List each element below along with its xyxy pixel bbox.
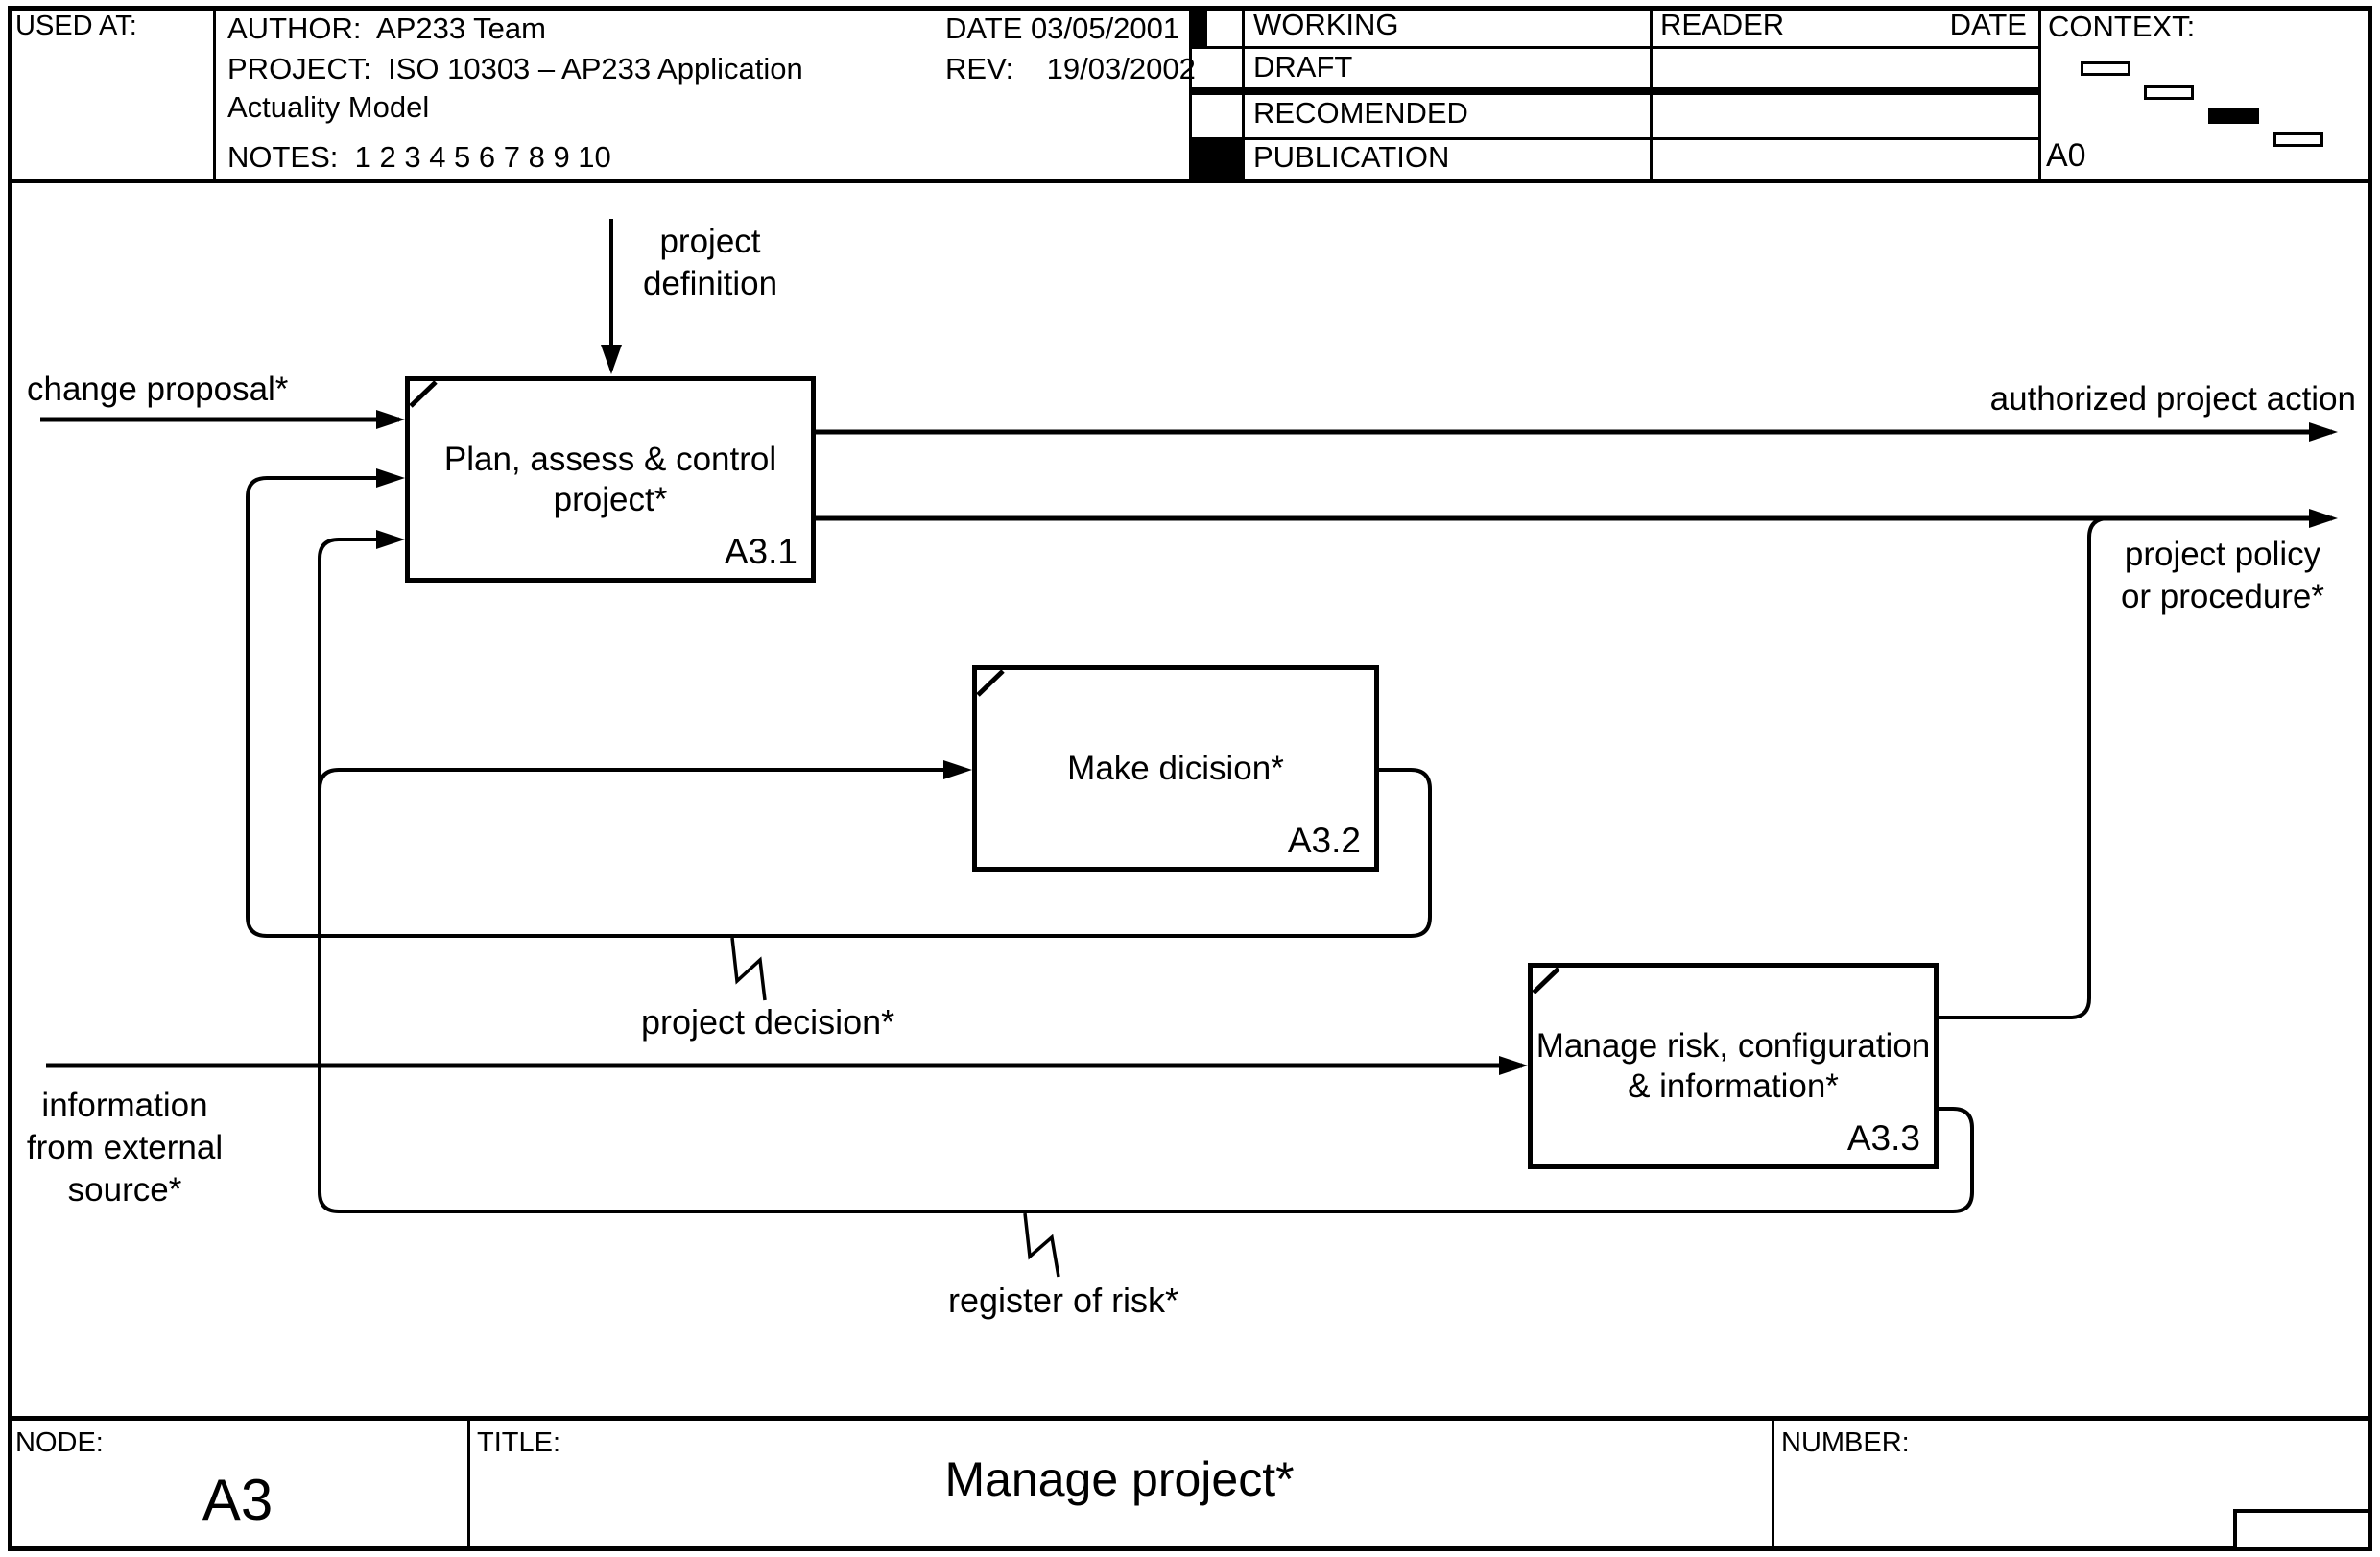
activity-box-number: A3.1 [724, 532, 797, 571]
activity-box-label-line: project* [553, 480, 668, 518]
reader-date-row: READER DATE [1660, 8, 2027, 42]
title-value: Manage project* [944, 1452, 1295, 1506]
flow-label-line: definition [642, 265, 778, 302]
flow-label-line: source* [67, 1171, 182, 1209]
label-squiggle-icon [730, 937, 767, 1001]
flow-information-source-arrowhead [1499, 1056, 1528, 1075]
node-value: A3 [202, 1468, 274, 1532]
context-node-id: A0 [2046, 137, 2086, 174]
flow-project-decision-arrowhead [376, 468, 405, 488]
context-label: CONTEXT: [2048, 10, 2196, 43]
flow-risk-branch-to-a32 [318, 768, 966, 790]
flow-label-line: or procedure* [2120, 578, 2325, 615]
context-node-rect-icon [2144, 85, 2194, 100]
number-label: NUMBER: [1781, 1427, 1910, 1458]
flow-label-line: project [659, 223, 761, 260]
activity-box-a3-3: Manage risk, configuration & information… [1528, 963, 1939, 1169]
flow-authorized-action-arrowhead [2309, 422, 2338, 442]
context-current-node-rect-icon [2208, 108, 2259, 124]
flow-risk-branch-arrowhead [943, 760, 972, 779]
node-title-divider [467, 1418, 470, 1551]
label-squiggle-icon [1023, 1212, 1060, 1278]
working-status-mark [1190, 6, 1207, 46]
number-cell-box [2233, 1509, 2372, 1551]
context-node-rect-icon [2273, 132, 2323, 147]
flow-label-line: from external [26, 1129, 224, 1166]
activity-box-a3-2: Make dicision* A3.2 [972, 665, 1379, 872]
title-number-divider [1772, 1418, 1774, 1551]
notes-line: NOTES: 1 2 3 4 5 6 7 8 9 10 [227, 140, 611, 174]
activity-box-label-line: Make dicision* [1067, 749, 1284, 787]
flow-policy-merge-line [1939, 516, 2109, 1019]
used-at-label: USED AT: [15, 11, 137, 41]
flow-change-proposal-arrowhead [376, 410, 405, 429]
flow-register-risk-arrowhead [376, 530, 405, 549]
flow-label-register-of-risk: register of risk* [948, 1281, 1179, 1320]
title-label: TITLE: [477, 1427, 561, 1458]
reader-label: READER [1660, 8, 1785, 41]
footer-divider [8, 1416, 2372, 1421]
date-line: DATE 03/05/2001 [945, 12, 1180, 45]
flow-project-decision-loop [246, 476, 1432, 938]
reader-date-label: DATE [1949, 8, 2027, 41]
decomposition-corner-icon [409, 380, 438, 408]
status-row-publication: PUBLICATION [1253, 140, 1450, 174]
status-row-draft: DRAFT [1253, 50, 1353, 84]
activity-box-a3-1: Plan, assess & control project* A3.1 [405, 376, 816, 583]
status-row-working: WORKING [1253, 8, 1399, 41]
flow-label-line: project policy [2124, 536, 2321, 573]
rev-line: REV: 19/03/2002 [945, 52, 1196, 85]
project-line-2: Actuality Model [227, 90, 430, 124]
reader-context-divider [2038, 6, 2041, 181]
activity-box-label: Plan, assess & control project* [444, 440, 776, 520]
status-row-divider-thick [1189, 87, 2038, 95]
activity-box-label: Manage risk, configuration & information… [1536, 1026, 1931, 1107]
status-row-divider [1189, 137, 2038, 140]
flow-label-change-proposal: change proposal* [27, 371, 289, 408]
context-node-rect-icon [2081, 61, 2130, 76]
status-row-recomended: RECOMENDED [1253, 96, 1468, 130]
activity-box-label-line: Plan, assess & control [443, 440, 777, 478]
activity-box-label: Make dicision* [1067, 749, 1284, 789]
activity-box-number: A3.2 [1287, 821, 1361, 860]
activity-box-label-line: Manage risk, configuration [1535, 1026, 1931, 1065]
status-row-divider [1189, 46, 2038, 49]
activity-box-label-line: & information* [1628, 1066, 1839, 1105]
flow-register-risk-loop [318, 538, 1974, 1213]
author-line: AUTHOR: AP233 Team [227, 12, 546, 45]
flow-label-line: information [41, 1087, 208, 1124]
decomposition-corner-icon [1532, 967, 1560, 994]
flow-label-project-definition: project definition [624, 221, 797, 305]
flow-label-information-source: information from external source* [19, 1085, 230, 1211]
flow-project-definition-arrowhead [601, 345, 622, 374]
usedat-author-divider [213, 6, 216, 181]
flow-label-authorized-action: authorized project action [1989, 380, 2356, 418]
activity-box-number: A3.3 [1846, 1118, 1920, 1158]
flow-label-project-decision: project decision* [641, 1002, 895, 1042]
node-label: NODE: [15, 1427, 104, 1458]
decomposition-corner-icon [976, 669, 1005, 697]
project-line: PROJECT: ISO 10303 – AP233 Application [227, 52, 803, 85]
publication-status-mark [1191, 139, 1242, 180]
flow-project-policy-arrowhead [2309, 509, 2338, 528]
flow-label-project-policy: project policy or procedure* [2092, 534, 2353, 618]
